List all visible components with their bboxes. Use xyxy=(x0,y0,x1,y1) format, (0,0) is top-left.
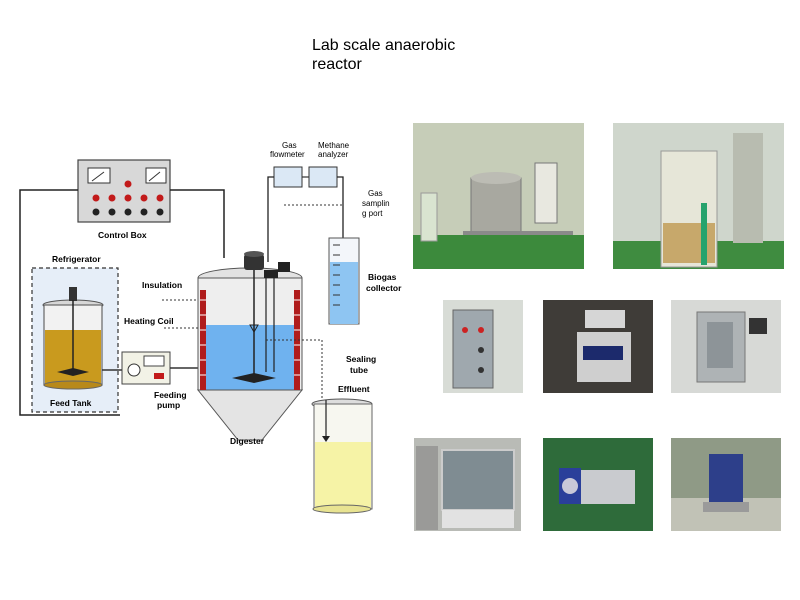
label-gas-sampling-3: g port xyxy=(362,209,383,218)
stirrer-motor xyxy=(244,254,264,270)
label-feed-tank: Feed Tank xyxy=(50,398,92,408)
label-gas-flowmeter-1: Gas xyxy=(282,141,297,150)
photo-stirrer-motor xyxy=(671,438,781,531)
photo-methane-analyzer xyxy=(671,300,781,393)
feed-tank xyxy=(42,287,104,390)
feeding-pump xyxy=(121,351,171,385)
label-biogas-1: Biogas xyxy=(368,272,397,282)
label-heating-coil: Heating Coil xyxy=(124,316,174,326)
label-sealing-tube-1: Sealing xyxy=(346,354,376,364)
label-methane-analyzer-1: Methane xyxy=(318,141,350,150)
photo-gas-flowmeter xyxy=(543,300,653,393)
gas-flowmeter xyxy=(273,166,303,188)
label-effluent: Effluent xyxy=(338,384,370,394)
label-sealing-tube-2: tube xyxy=(350,365,368,375)
photo-refrigerator xyxy=(414,438,521,531)
control-box xyxy=(77,159,171,223)
photo-control-box xyxy=(443,300,523,393)
label-gas-sampling-2: samplin xyxy=(362,199,390,208)
label-refrigerator: Refrigerator xyxy=(52,254,101,264)
label-control-box: Control Box xyxy=(98,230,147,240)
label-feeding-pump-2: pump xyxy=(157,400,180,410)
label-feeding-pump-1: Feeding xyxy=(154,390,187,400)
label-gas-sampling-1: Gas xyxy=(368,189,383,198)
digester xyxy=(196,251,304,441)
label-insulation: Insulation xyxy=(142,280,182,290)
effluent-tank xyxy=(311,398,373,514)
label-methane-analyzer-2: analyzer xyxy=(318,150,349,159)
page-title: Lab scale anaerobic reactor xyxy=(312,37,456,73)
biogas-collector xyxy=(328,237,360,325)
label-biogas-2: collector xyxy=(366,283,402,293)
heating-coil xyxy=(200,290,300,390)
photo-feeding-pump xyxy=(543,438,653,531)
photo-reactor-setup xyxy=(413,123,584,269)
label-digester: Digester xyxy=(230,436,265,446)
methane-analyzer xyxy=(308,166,338,188)
photo-biogas-collector xyxy=(613,123,784,269)
label-gas-flowmeter-2: flowmeter xyxy=(270,150,305,159)
